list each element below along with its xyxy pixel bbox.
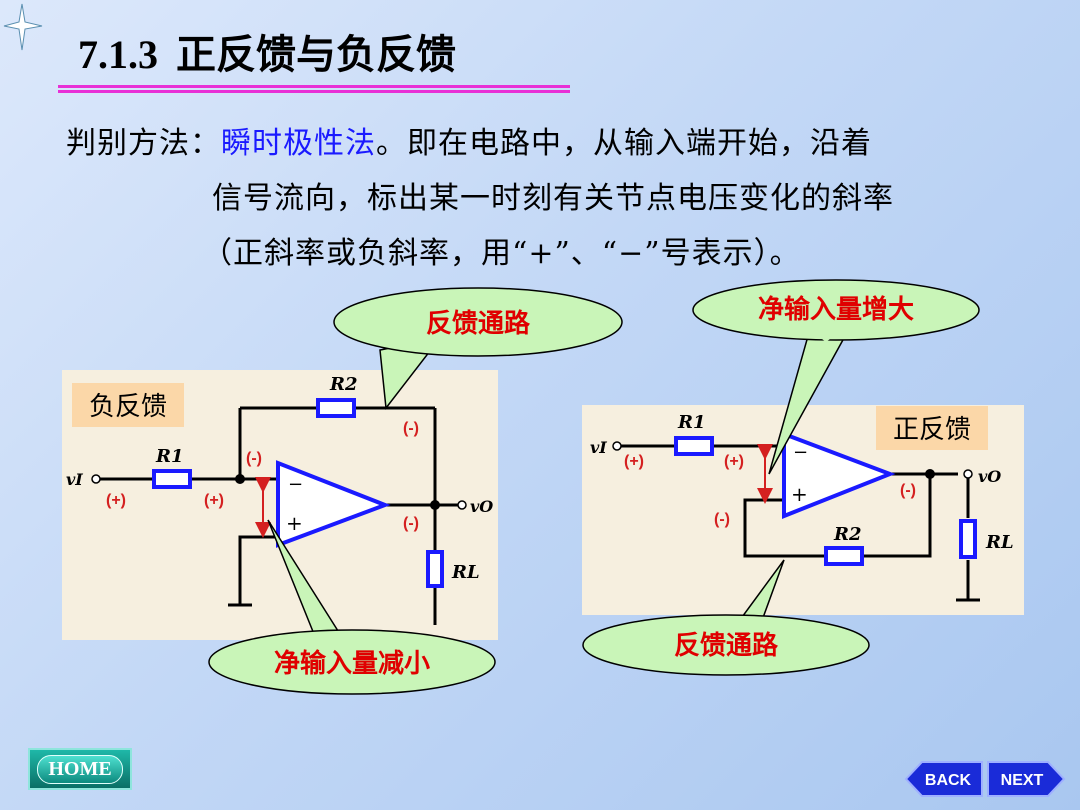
pos-rl-resistor xyxy=(959,519,977,559)
pos-opamp xyxy=(782,431,896,519)
method-line1-rest: 。即在电路中，从输入端开始，沿着 xyxy=(376,126,872,161)
neg-r1-label: R1 xyxy=(155,446,183,467)
svg-text:净输入量减小: 净输入量减小 xyxy=(274,648,430,678)
pos-r2-resistor xyxy=(824,546,864,566)
neg-r2-resistor xyxy=(316,398,356,418)
pos-r2-label: R2 xyxy=(833,524,861,545)
next-label: NEXT xyxy=(1001,772,1044,789)
method-line-3: （正斜率或负斜率，用“+”、“−”号表示）。 xyxy=(202,236,801,271)
neg-polarity-r2-right: (-) xyxy=(403,420,419,437)
neg-vout-label: vO xyxy=(470,497,493,516)
neg-callout-feedback-path: 反馈通路 xyxy=(333,287,623,410)
pos-callout-net-input: 净输入量增大 xyxy=(692,279,980,475)
sparkle-icon xyxy=(3,3,43,51)
next-button[interactable]: NEXT xyxy=(987,761,1066,797)
neg-r1-resistor xyxy=(152,469,192,489)
pos-rl-label: RL xyxy=(985,532,1014,553)
method-label: 判别方法： xyxy=(66,126,221,161)
svg-text:反馈通路: 反馈通路 xyxy=(674,630,779,660)
neg-rl-label: RL xyxy=(451,562,480,583)
page-title: 7.1.3 正反馈与负反馈 xyxy=(78,22,456,80)
back-button[interactable]: BACK xyxy=(904,761,983,797)
pos-opamp-minus: − xyxy=(793,442,808,463)
title-text: 正反馈与负反馈 xyxy=(176,31,456,78)
neg-polarity-input: (+) xyxy=(106,492,126,509)
pos-label-box xyxy=(876,406,988,450)
method-line-2: 信号流向，标出某一时刻有关节点电压变化的斜率 xyxy=(212,181,894,216)
pos-r1-label: R1 xyxy=(677,412,705,433)
svg-text:净输入量增大: 净输入量增大 xyxy=(758,294,914,324)
neg-vin-label: vI xyxy=(66,470,83,489)
pos-vout-label: vO xyxy=(978,467,1001,486)
pos-polarity-plus-input: (+) xyxy=(724,453,744,470)
pos-polarity-input: (+) xyxy=(624,453,644,470)
neg-callout-net-input: 净输入量减小 xyxy=(208,519,496,695)
back-label: BACK xyxy=(925,772,972,789)
method-line-1: 判别方法：瞬时极性法。即在电路中，从输入端开始，沿着 xyxy=(66,118,872,162)
title-underline xyxy=(58,85,570,88)
method-highlight: 瞬时极性法 xyxy=(221,126,376,161)
pos-label: 正反馈 xyxy=(893,414,971,444)
neg-opamp xyxy=(276,460,391,548)
neg-label: 负反馈 xyxy=(89,391,167,421)
neg-opamp-minus: − xyxy=(288,474,303,495)
home-label: HOME xyxy=(37,754,123,784)
neg-polarity-feedback-node: (-) xyxy=(246,450,262,467)
pos-r1-resistor xyxy=(674,436,714,456)
neg-polarity-inverting: (+) xyxy=(204,492,224,509)
home-button[interactable]: HOME xyxy=(28,748,132,790)
neg-label-box xyxy=(72,383,184,427)
section-number: 7.1.3 xyxy=(78,32,158,77)
pos-opamp-plus: + xyxy=(791,482,808,506)
svg-text:反馈通路: 反馈通路 xyxy=(426,308,531,338)
pos-polarity-feedback: (-) xyxy=(714,511,730,528)
neg-opamp-plus: + xyxy=(286,511,303,535)
pos-polarity-output: (-) xyxy=(900,482,916,499)
neg-r2-label: R2 xyxy=(329,374,357,395)
pos-callout-feedback-path: 反馈通路 xyxy=(582,559,870,676)
neg-polarity-output: (-) xyxy=(403,515,419,532)
pos-vin-label: vI xyxy=(590,438,607,457)
neg-rl-resistor xyxy=(426,550,444,588)
